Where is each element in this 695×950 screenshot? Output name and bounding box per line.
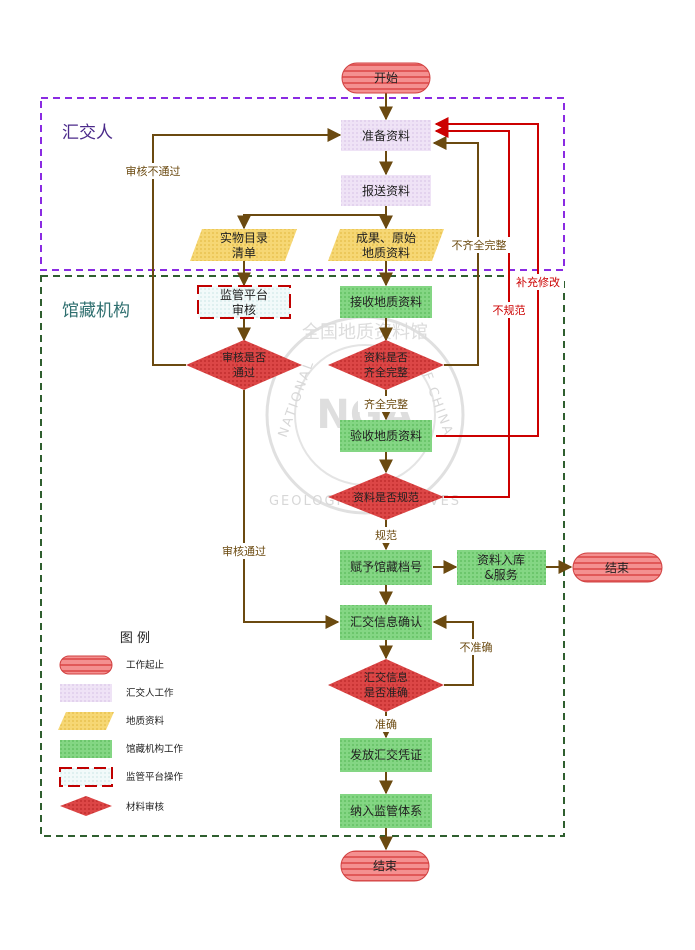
svg-text:接收地质资料: 接收地质资料 <box>350 294 422 309</box>
svg-text:资料是否: 资料是否 <box>364 350 408 364</box>
edges <box>152 93 573 851</box>
legend-label-platform: 监管平台操作 <box>126 771 184 783</box>
edge-label-standard: 规范 <box>375 528 397 542</box>
svg-text:准备资料: 准备资料 <box>362 129 410 143</box>
legend-swatch-data <box>58 712 114 730</box>
legend-swatch-review <box>60 796 112 816</box>
node-standard-check[interactable]: 资料是否规范 <box>328 473 444 520</box>
node-start[interactable]: 开始 <box>341 62 431 94</box>
node-complete-check[interactable]: 资料是否 齐全完整 <box>328 340 444 390</box>
edge-label-supplement: 补充修改 <box>516 275 560 289</box>
svg-text:结束: 结束 <box>373 859 397 873</box>
svg-text:发放汇交凭证: 发放汇交凭证 <box>350 747 422 762</box>
edge-label-accurate: 准确 <box>375 718 397 731</box>
submitter-zone-label: 汇交人 <box>62 123 113 143</box>
svg-text:结束: 结束 <box>605 561 629 575</box>
legend-label-review: 材料审核 <box>126 801 165 813</box>
node-confirm[interactable]: 汇交信息确认 <box>340 605 432 640</box>
svg-text:通过: 通过 <box>233 366 255 379</box>
svg-text:汇交信息: 汇交信息 <box>364 670 408 684</box>
node-accept[interactable]: 验收地质资料 <box>340 420 432 452</box>
svg-text:成果、原始: 成果、原始 <box>356 231 416 245</box>
node-accurate-check[interactable]: 汇交信息 是否准确 <box>328 659 444 712</box>
edge-label-review-fail: 审核不通过 <box>126 164 181 178</box>
svg-text:审核是否: 审核是否 <box>222 350 266 364</box>
archive-zone <box>40 275 565 837</box>
node-review-pass[interactable]: 审核是否 通过 <box>186 340 302 390</box>
edge-label-complete: 齐全完整 <box>364 397 408 411</box>
node-results[interactable]: 成果、原始 地质资料 <box>328 229 444 261</box>
node-include[interactable]: 纳入监管体系 <box>340 794 432 828</box>
legend-swatch-start-end <box>59 655 113 675</box>
node-issue[interactable]: 发放汇交凭证 <box>340 738 432 772</box>
node-platform[interactable]: 监管平台 审核 <box>197 285 291 319</box>
svg-text:齐全完整: 齐全完整 <box>364 365 408 379</box>
legend-label-data: 地质资料 <box>126 715 165 727</box>
svg-text:资料入库: 资料入库 <box>477 552 525 567</box>
legend: 图 例 工作起止 汇交人工作 地质资料 馆藏机构工作 监管平台操作 材料审核 <box>58 631 184 816</box>
svg-text:地质资料: 地质资料 <box>362 246 410 260</box>
legend-label-submitter: 汇交人工作 <box>126 687 174 699</box>
svg-text:赋予馆藏档号: 赋予馆藏档号 <box>350 559 422 574</box>
svg-text:资料是否规范: 资料是否规范 <box>353 490 419 504</box>
legend-title: 图 例 <box>120 631 150 646</box>
svg-text:监管平台: 监管平台 <box>220 287 268 302</box>
svg-text:审核: 审核 <box>232 302 256 317</box>
watermark-top-text: 全国地质资料馆 <box>302 322 428 343</box>
svg-text:纳入监管体系: 纳入监管体系 <box>350 803 422 818</box>
edge-label-nonstandard: 不规范 <box>493 303 526 317</box>
legend-swatch-submitter <box>60 684 112 702</box>
legend-swatch-archive <box>60 740 112 758</box>
svg-text:实物目录: 实物目录 <box>220 230 268 245</box>
node-end-right[interactable]: 结束 <box>572 552 663 583</box>
node-assign[interactable]: 赋予馆藏档号 <box>340 550 432 585</box>
node-end-bottom[interactable]: 结束 <box>340 850 430 882</box>
node-catalog[interactable]: 实物目录 清单 <box>190 229 297 261</box>
svg-text:汇交信息确认: 汇交信息确认 <box>350 614 422 629</box>
edge-label-review-pass: 审核通过 <box>222 544 266 558</box>
archive-zone-label: 馆藏机构 <box>62 301 130 321</box>
svg-text:报送资料: 报送资料 <box>362 183 410 198</box>
svg-text:&服务: &服务 <box>484 567 517 582</box>
node-prepare[interactable]: 准备资料 <box>341 120 431 151</box>
edge-label-inaccurate: 不准确 <box>460 641 493 654</box>
legend-label-archive: 馆藏机构工作 <box>126 743 184 755</box>
svg-text:清单: 清单 <box>232 246 256 260</box>
node-send[interactable]: 报送资料 <box>341 175 431 206</box>
svg-text:是否准确: 是否准确 <box>364 686 408 699</box>
legend-label-start-end: 工作起止 <box>126 659 165 671</box>
edge-label-incomplete: 不齐全完整 <box>452 238 507 252</box>
svg-text:开始: 开始 <box>374 71 398 85</box>
node-store[interactable]: 资料入库 &服务 <box>457 550 546 585</box>
legend-swatch-platform <box>59 767 113 787</box>
svg-text:验收地质资料: 验收地质资料 <box>350 428 422 443</box>
node-receive[interactable]: 接收地质资料 <box>340 286 432 318</box>
edge-labels: 审核不通过 不齐全完整 补充修改 不规范 齐全完整 规范 审核通过 不准确 准确 <box>116 163 564 732</box>
